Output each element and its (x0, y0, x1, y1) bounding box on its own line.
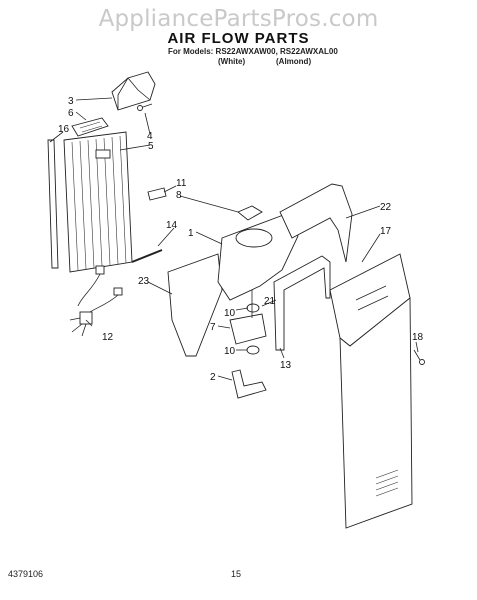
callout-5: 5 (148, 141, 154, 152)
part-evaporator-cover (63, 131, 133, 273)
part-screw-side (413, 349, 425, 365)
callout-4: 4 (147, 131, 153, 142)
part-duct-cover (111, 71, 156, 111)
part-air-baffle (273, 255, 331, 351)
part-upper-shroud (279, 183, 353, 263)
part-gasket-strip (47, 139, 59, 269)
document-number: 4379106 (8, 569, 44, 579)
part-screw (137, 103, 153, 111)
watermark: AppliancePartsPros.com (98, 6, 379, 32)
models-line: For Models: RS22AWXAW00, RS22AWXAL00 (168, 47, 338, 56)
part-thermistor (131, 249, 163, 263)
callout-1: 1 (188, 228, 194, 239)
part-fan-motor (229, 290, 267, 345)
callout-21: 21 (264, 296, 276, 307)
page-number: 15 (231, 569, 242, 579)
part-air-duct (329, 253, 413, 529)
callout-11: 11 (176, 178, 187, 189)
part-wire-harness (69, 265, 123, 337)
callout-10-upper: 10 (224, 308, 236, 319)
part-grommet-upper (246, 303, 260, 313)
callout-10-lower: 10 (224, 346, 236, 357)
part-damper-strip (71, 117, 109, 137)
variant-white: (White) (218, 57, 246, 66)
callout-13: 13 (280, 360, 292, 371)
callout-17: 17 (380, 226, 392, 237)
callout-14: 14 (166, 220, 178, 231)
callout-3: 3 (68, 96, 74, 107)
part-fan-housing (217, 213, 299, 301)
part-grommet-lower (246, 345, 260, 355)
part-side-panel (167, 253, 223, 357)
callout-22: 22 (380, 202, 392, 213)
callout-2: 2 (210, 372, 216, 383)
callout-16: 16 (58, 124, 70, 135)
part-switch (147, 187, 167, 201)
part-fan-blade (237, 205, 263, 221)
variant-almond: (Almond) (276, 57, 312, 66)
page-title: AIR FLOW PARTS (167, 30, 310, 47)
callout-18: 18 (412, 332, 424, 343)
callout-7: 7 (210, 322, 216, 333)
part-motor-bracket (231, 369, 267, 399)
callout-8: 8 (176, 190, 182, 201)
callout-12: 12 (102, 332, 114, 343)
leader-lines (49, 97, 419, 381)
callout-23: 23 (138, 276, 150, 287)
callout-6: 6 (68, 108, 74, 119)
